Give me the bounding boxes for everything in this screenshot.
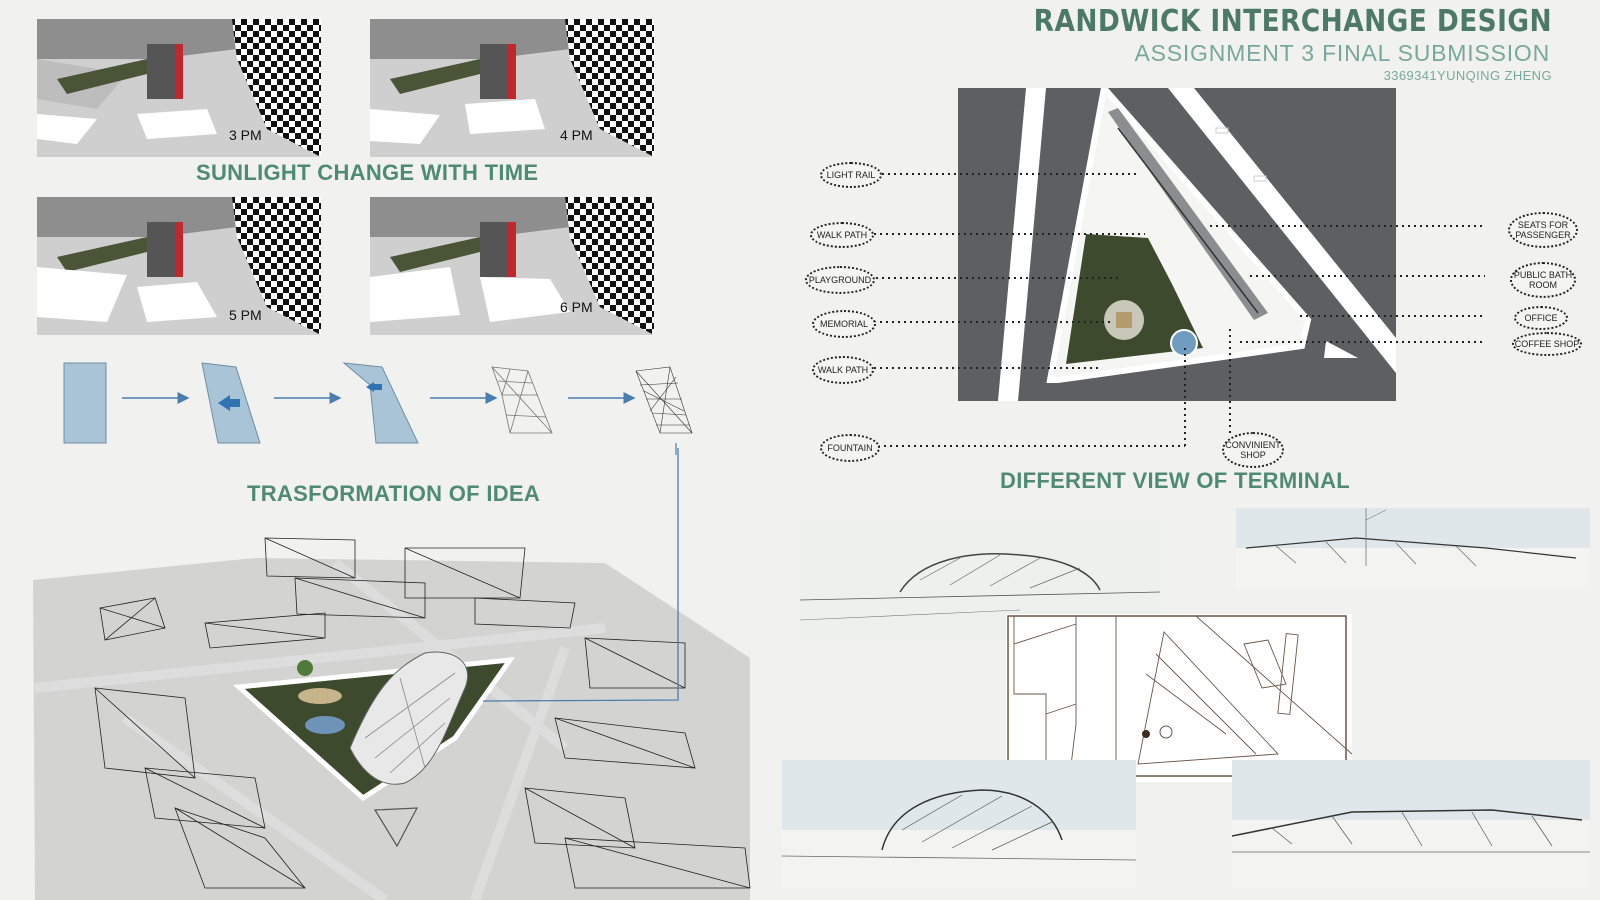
label-seats-for-passenger: SEATS FOR PASSENGER	[1508, 212, 1578, 248]
sunlight-render-6pm: 6 PM	[370, 197, 654, 335]
sketch-plan-view	[1006, 614, 1352, 782]
page-title: RANDWICK INTERCHANGE DESIGN	[1033, 4, 1552, 39]
sunlight-heading: SUNLIGHT CHANGE WITH TIME	[196, 160, 539, 185]
shape-step-5-dense-mesh	[635, 366, 693, 434]
shape-step-4-mesh	[491, 366, 553, 434]
page-subtitle: ASSIGNMENT 3 FINAL SUBMISSION	[1134, 40, 1550, 66]
time-label-4pm: 4 PM	[560, 127, 593, 143]
transformation-sequence	[63, 362, 693, 455]
label-memorial: MEMORIAL	[812, 310, 876, 338]
label-office: OFFICE	[1514, 306, 1568, 330]
label-coffee-shop: COFFEE SHOP	[1512, 332, 1582, 356]
label-playground: PLAYGROUND	[805, 266, 875, 294]
site-3d-model	[33, 448, 751, 900]
sketch-view-northeast	[1236, 508, 1590, 588]
sketch-view-southwest	[782, 760, 1136, 888]
author-id: 3369341YUNQING ZHENG	[1383, 68, 1552, 83]
transformation-heading: TRASFORMATION OF IDEA	[247, 481, 541, 506]
sunlight-render-3pm: 3 PM	[37, 19, 321, 157]
time-label-6pm: 6 PM	[560, 299, 593, 315]
sunlight-render-4pm: 4 PM	[370, 19, 654, 157]
terminal-heading: DIFFERENT VIEW OF TERMINAL	[1000, 468, 1351, 493]
shape-step-3	[342, 362, 419, 444]
label-public-bathroom: PUBLIC BATH ROOM	[1510, 262, 1576, 298]
plan-leader-lines	[850, 173, 1485, 447]
label-walk-path-south: WALK PATH	[812, 356, 874, 384]
label-walk-path-north: WALK PATH	[810, 222, 874, 248]
wireframe-buildings	[94, 537, 751, 889]
label-light-rail: LIGHT RAIL	[820, 162, 882, 188]
site-plan	[958, 88, 1396, 401]
sketch-view-southeast	[1232, 760, 1590, 888]
sunlight-render-5pm: 5 PM	[37, 197, 321, 335]
label-fountain: FOUNTAIN	[820, 434, 880, 462]
time-label-3pm: 3 PM	[229, 127, 262, 143]
shape-step-1	[63, 362, 107, 444]
time-label-5pm: 5 PM	[229, 307, 262, 323]
label-convenient-shop: CONVINIENT SHOP	[1222, 432, 1284, 468]
